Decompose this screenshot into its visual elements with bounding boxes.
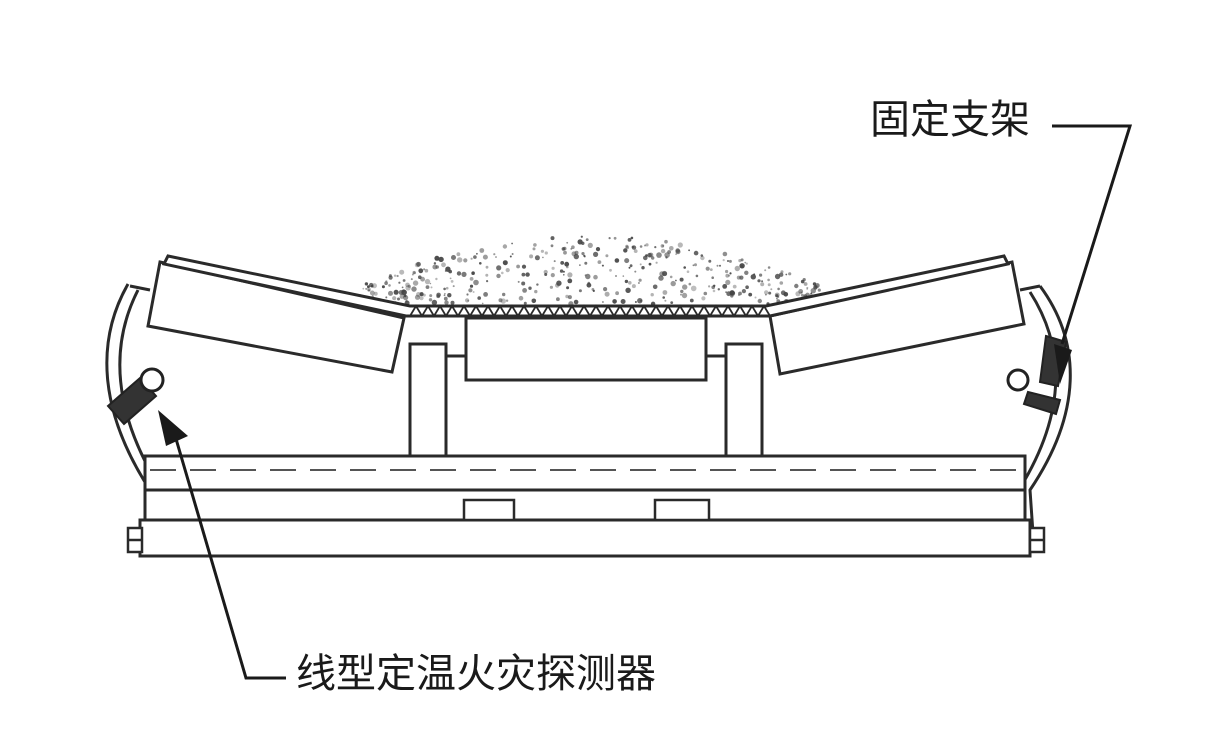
- bolt-right: [1028, 526, 1046, 554]
- detector-clamp-left: [106, 367, 165, 426]
- bracket-arm-left: [105, 283, 152, 549]
- label-linear-heat-detector: 线型定温火灾探测器: [296, 651, 656, 697]
- leader-line-fixed-bracket: [1052, 124, 1133, 345]
- center-roller: [464, 316, 708, 382]
- bracket-arm-right: [1028, 285, 1072, 549]
- base-plate: [138, 518, 1032, 558]
- mount-tab-right: [653, 498, 711, 522]
- support-post-left: [408, 342, 448, 458]
- arrowhead-fixed-bracket: [1054, 344, 1072, 384]
- label-fixed-bracket: 固定支架: [870, 97, 1030, 143]
- leader-line-detector: [172, 431, 286, 680]
- conveyor-belt: [161, 254, 1011, 318]
- arrowhead-detector: [158, 410, 188, 446]
- support-post-right: [724, 342, 764, 458]
- base-beam-upper: [143, 454, 1027, 492]
- mount-tab-left: [462, 498, 516, 522]
- base-beam-lower: [143, 488, 1027, 522]
- conveyed-material: [358, 235, 821, 307]
- bolt-left: [126, 526, 144, 554]
- belt-hatching: [409, 304, 771, 318]
